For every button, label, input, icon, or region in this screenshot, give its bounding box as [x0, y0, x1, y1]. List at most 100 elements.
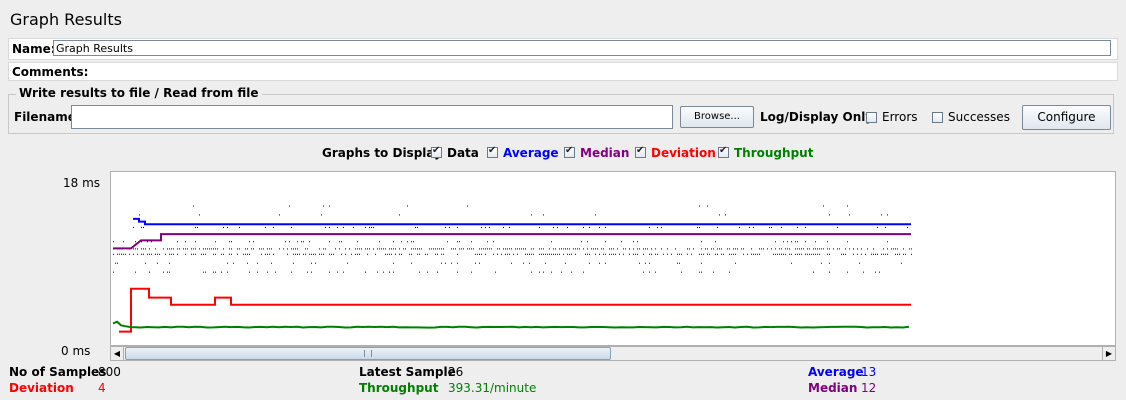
data-point	[645, 248, 646, 250]
data-point	[759, 248, 760, 250]
data-point	[543, 253, 544, 255]
data-point	[541, 248, 542, 250]
data-point	[265, 226, 266, 228]
data-point	[459, 241, 460, 243]
data-point	[875, 253, 876, 255]
data-point	[827, 248, 828, 250]
data-point	[113, 271, 114, 273]
data-point	[293, 262, 294, 264]
data-point	[293, 248, 294, 250]
data-point	[321, 214, 322, 216]
data-point	[883, 253, 884, 255]
data-point	[587, 253, 588, 255]
data-point	[651, 253, 652, 255]
data-point	[373, 248, 374, 250]
data-point	[193, 205, 194, 207]
configure-button[interactable]: Configure	[1022, 105, 1111, 130]
data-point	[459, 248, 460, 250]
data-point	[457, 226, 458, 228]
horizontal-scrollbar[interactable]: ◀ ▶	[110, 346, 1116, 361]
data-point	[389, 248, 390, 250]
data-point	[715, 253, 716, 255]
comments-row[interactable]: Comments:	[8, 62, 1118, 81]
median-stat-value: 12	[861, 381, 877, 395]
data-point	[487, 248, 488, 250]
data-point	[169, 271, 170, 273]
data-point	[887, 214, 888, 216]
errors-checkbox[interactable]	[866, 112, 877, 123]
data-point	[589, 226, 590, 228]
data-point	[623, 248, 624, 250]
median-checkbox[interactable]	[564, 145, 575, 158]
data-point	[275, 271, 276, 273]
data-point	[133, 253, 134, 255]
samples-label: No of Samples	[9, 365, 107, 379]
data-point	[483, 248, 484, 250]
data-point	[377, 248, 378, 250]
data-label: Data	[447, 146, 479, 160]
graph-plot-area	[110, 171, 1116, 346]
scroll-right-arrow-icon[interactable]: ▶	[1102, 347, 1115, 360]
data-point	[595, 214, 596, 216]
data-point	[717, 253, 718, 255]
data-point	[897, 248, 898, 250]
scroll-thumb[interactable]	[125, 347, 611, 360]
data-point	[157, 262, 158, 264]
data-point	[903, 253, 904, 255]
data-point	[551, 241, 552, 243]
data-point	[301, 241, 302, 243]
data-point	[799, 248, 800, 250]
data-point	[593, 248, 594, 250]
data-point	[467, 205, 468, 207]
data-point	[787, 241, 788, 243]
data-point	[463, 248, 464, 250]
data-point	[381, 248, 382, 250]
data-point	[561, 248, 562, 250]
data-point	[213, 253, 214, 255]
data-checkbox[interactable]	[431, 145, 442, 158]
data-point	[371, 226, 372, 228]
data-point	[171, 253, 172, 255]
data-point	[185, 248, 186, 250]
throughput-stat-value: 393.31/minute	[448, 381, 537, 395]
data-point	[885, 253, 886, 255]
data-point	[713, 271, 714, 273]
data-point	[119, 253, 120, 255]
data-point	[151, 253, 152, 255]
data-point	[323, 253, 324, 255]
data-point	[757, 253, 758, 255]
data-point	[565, 262, 566, 264]
data-point	[471, 241, 472, 243]
data-point	[865, 253, 866, 255]
data-point	[605, 262, 606, 264]
data-point	[583, 226, 584, 228]
data-point	[365, 271, 366, 273]
data-point	[367, 248, 368, 250]
data-point	[167, 271, 168, 273]
data-point	[505, 248, 506, 250]
filename-input[interactable]	[71, 105, 673, 129]
data-point	[761, 248, 762, 250]
data-point	[887, 241, 888, 243]
data-point	[829, 271, 830, 273]
data-point	[451, 262, 452, 264]
data-series-points	[113, 205, 912, 273]
data-point	[377, 271, 378, 273]
data-point	[539, 253, 540, 255]
average-checkbox[interactable]	[487, 145, 498, 158]
data-point	[753, 253, 754, 255]
throughput-checkbox[interactable]	[718, 145, 729, 158]
data-point	[151, 241, 152, 243]
name-input[interactable]	[53, 40, 1111, 56]
successes-checkbox[interactable]	[932, 112, 943, 123]
data-point	[637, 248, 638, 250]
data-point	[823, 248, 824, 250]
browse-button[interactable]: Browse...	[680, 106, 754, 128]
deviation-checkbox[interactable]	[635, 145, 646, 158]
scroll-left-arrow-icon[interactable]: ◀	[111, 347, 124, 360]
data-point	[145, 262, 146, 264]
data-point	[383, 248, 384, 250]
data-point	[303, 241, 304, 243]
data-point	[611, 253, 612, 255]
data-point	[415, 226, 416, 228]
